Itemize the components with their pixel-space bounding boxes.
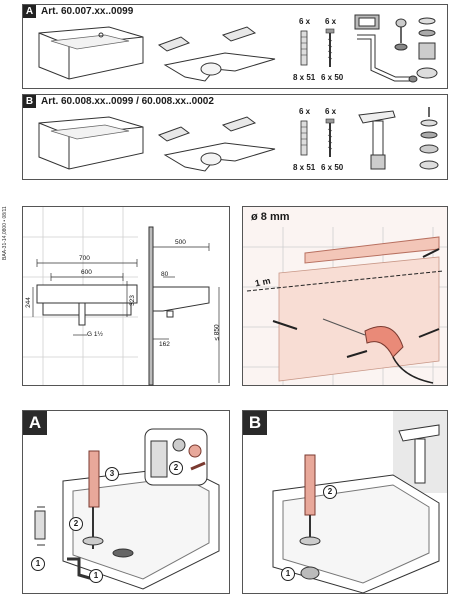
screw-icon	[325, 118, 335, 157]
dim-height-right: 323	[128, 295, 136, 306]
kit-a-trap-parts	[354, 14, 438, 83]
step-b-panel: B 2 1	[242, 410, 448, 594]
kit-a-sink-illustration	[38, 26, 144, 80]
drill-bit-label: ø 8 mm	[251, 211, 290, 223]
dim-offset-top: 80	[161, 271, 169, 278]
kit-a-screw-size: 6 x 50	[321, 73, 344, 82]
dimensions-panel: 700 600 244 323 G 1½ 500 80 162 ≤ 850	[22, 206, 230, 386]
kit-a-brackets	[157, 26, 276, 82]
screw-icon	[325, 28, 335, 67]
step-a-panel: A 3 2 1 1 2	[22, 410, 230, 594]
step-a-callout-2: 2	[69, 517, 83, 531]
step-a-callout-3: 3	[105, 467, 119, 481]
dim-offset-bottom: 162	[159, 341, 170, 348]
step-a-illustration	[34, 428, 220, 590]
kit-a-plug-qty: 6 x	[299, 17, 311, 26]
dim-width-outer: 700	[79, 255, 90, 262]
step-b-label: B	[243, 411, 267, 435]
kit-a-plug-size: 8 x 51	[293, 73, 316, 82]
step-a-callout-1b: 1	[89, 569, 103, 583]
kit-a-panel: A Art. 60.007.xx..0099 6 x 6 x 8 x 51 6 …	[22, 4, 448, 89]
kit-b-screw-size: 6 x 50	[321, 163, 344, 172]
kit-b-article: Art. 60.008.xx..0099 / 60.008.xx..0002	[41, 96, 214, 107]
tile-grid	[23, 207, 220, 386]
step-b-callout-1: 1	[281, 567, 295, 581]
dim-mount-height: ≤ 850	[213, 324, 221, 341]
kit-b-label: B	[23, 95, 36, 108]
dim-height-left: 244	[24, 297, 32, 308]
dim-width-inner: 600	[81, 269, 92, 276]
wall-plug-icon	[300, 120, 308, 156]
kit-b-brackets	[157, 116, 276, 172]
step-b-callout-2: 2	[323, 485, 337, 499]
kit-a-article: Art. 60.007.xx..0099	[41, 6, 134, 17]
drilling-panel: ø 8 mm 1 m	[242, 206, 448, 386]
drilling-illustration	[243, 227, 447, 385]
dim-depth: 500	[175, 239, 186, 246]
kit-a-screw-qty: 6 x	[325, 17, 337, 26]
dim-drain-size: G 1½	[87, 331, 103, 338]
wall-plug-icon	[300, 30, 308, 66]
step-a-callout-1: 1	[31, 557, 45, 571]
kit-b-plug-qty: 6 x	[299, 107, 311, 116]
kit-a-label: A	[23, 5, 36, 18]
kit-b-screw-qty: 6 x	[325, 107, 337, 116]
kit-b-panel: B Art. 60.008.xx..0099 / 60.008.xx..0002…	[22, 94, 448, 180]
document-code: BAA-31-14,0800 • 08/11	[2, 206, 8, 260]
kit-b-sink-illustration	[38, 116, 144, 170]
kit-b-drain-parts	[358, 107, 439, 170]
step-b-illustration	[272, 411, 447, 594]
kit-b-plug-size: 8 x 51	[293, 163, 316, 172]
step-a-label: A	[23, 411, 47, 435]
step-a-callout-2b: 2	[169, 461, 183, 475]
